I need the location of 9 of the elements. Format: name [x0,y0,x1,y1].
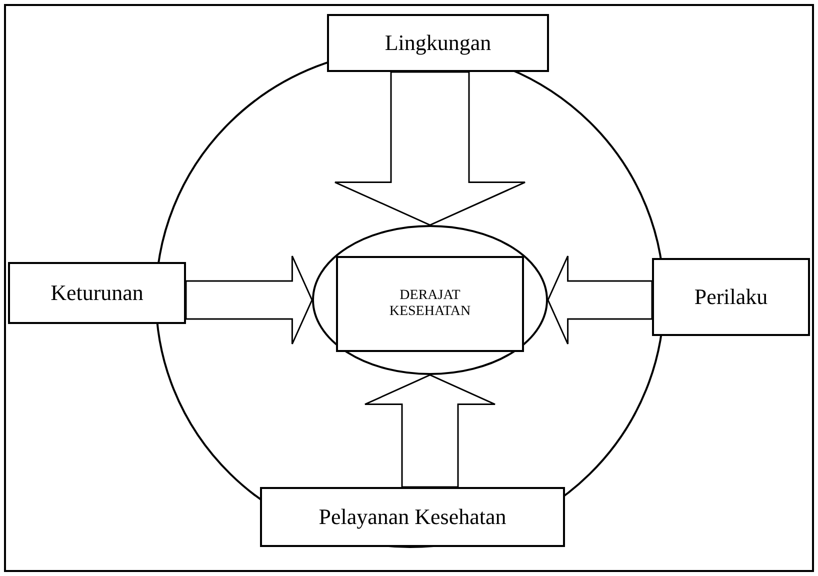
factor-box: Keturunan [8,262,186,324]
block-arrow [364,374,496,488]
inner-ellipse [312,225,548,375]
center-box: DERAJAT KESEHATAN [336,256,524,352]
factor-box: Perilaku [652,258,810,336]
factor-box: Lingkungan [327,14,549,72]
block-arrow [334,71,526,226]
block-arrow [185,255,313,345]
block-arrow [547,255,653,345]
